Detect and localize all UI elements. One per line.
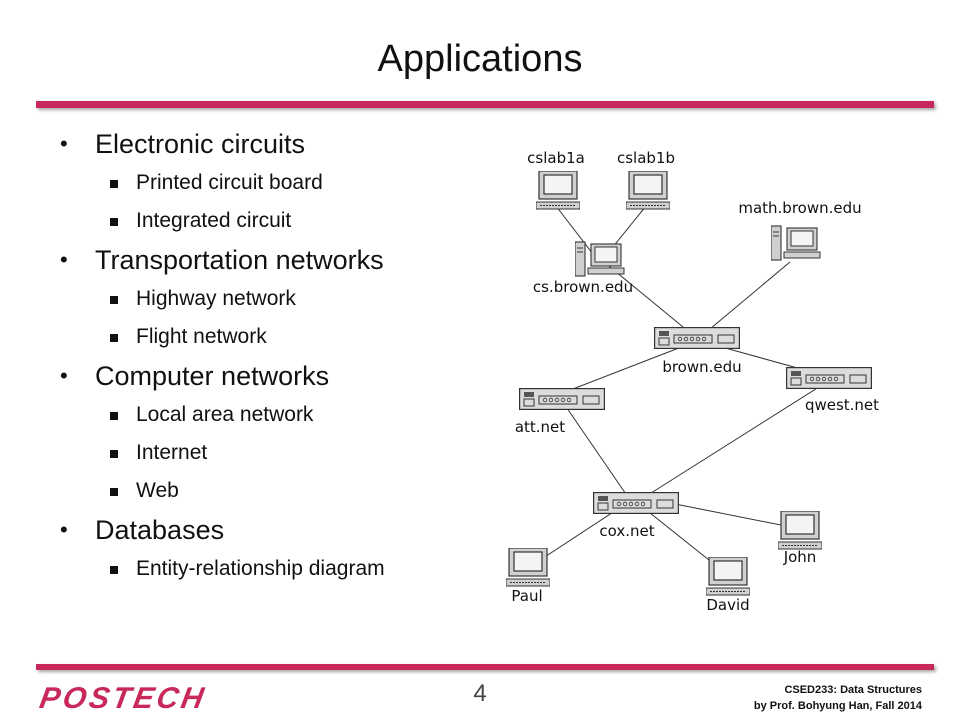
- link-cox-john: [659, 500, 797, 529]
- sub-bullet-item: Entity-relationship diagram: [60, 552, 385, 590]
- server-icon: [771, 225, 821, 261]
- computer-icon: [706, 557, 750, 596]
- bullet-item: Computer networks: [60, 358, 385, 398]
- link-qwest-cox: [639, 379, 831, 501]
- router-icon: [785, 367, 873, 389]
- computer-icon: [506, 548, 550, 587]
- sub-bullet-item: Printed circuit board: [60, 166, 385, 204]
- node-label-brown: brown.edu: [662, 358, 741, 376]
- computer-icon: [778, 511, 822, 550]
- page-number: 4: [473, 680, 487, 707]
- router-icon: [654, 327, 740, 349]
- network-diagram: cslab1a cslab1b cs.brown.edu math.brown.…: [506, 149, 879, 614]
- node-label-john: John: [783, 548, 817, 566]
- node-label-math: math.brown.edu: [738, 199, 861, 217]
- sub-bullet-item: Local area network: [60, 398, 385, 436]
- node-label-cslab1a: cslab1a: [527, 149, 585, 167]
- footer-credits: CSED233: Data Structures by Prof. Bohyun…: [754, 682, 922, 714]
- link-brown-att: [559, 345, 685, 395]
- server-icon: [575, 241, 625, 277]
- link-math-brown: [703, 261, 791, 335]
- slide-title: Applications: [377, 38, 583, 80]
- node-label-david: David: [706, 596, 749, 614]
- node-label-cox: cox.net: [599, 522, 654, 540]
- node-label-att: att.net: [515, 418, 565, 436]
- course-label: CSED233: Data Structures: [784, 684, 922, 696]
- sub-bullet-item: Flight network: [60, 320, 385, 358]
- node-label-cs: cs.brown.edu: [533, 278, 633, 296]
- node-label-paul: Paul: [511, 587, 542, 605]
- computer-icon: [536, 171, 580, 210]
- router-icon: [593, 492, 679, 514]
- title-divider: [36, 101, 934, 108]
- link-cslab1a-cs: [555, 205, 597, 259]
- bullet-list: Electronic circuits Printed circuit boar…: [60, 126, 385, 590]
- sub-bullet-item: Web: [60, 474, 385, 512]
- footer-divider: [36, 664, 934, 670]
- sub-bullet-item: Highway network: [60, 282, 385, 320]
- bullet-item: Electronic circuits: [60, 126, 385, 166]
- router-icon: [519, 388, 605, 410]
- sub-bullet-item: Internet: [60, 436, 385, 474]
- computer-icon: [626, 171, 670, 210]
- author-label: by Prof. Bohyung Han, Fall 2014: [753, 700, 922, 712]
- link-att-cox: [559, 397, 631, 501]
- bullet-item: Databases: [60, 512, 385, 552]
- node-label-cslab1b: cslab1b: [617, 149, 675, 167]
- node-label-qwest: qwest.net: [805, 396, 879, 414]
- bullet-item: Transportation networks: [60, 242, 385, 282]
- sub-bullet-item: Integrated circuit: [60, 204, 385, 242]
